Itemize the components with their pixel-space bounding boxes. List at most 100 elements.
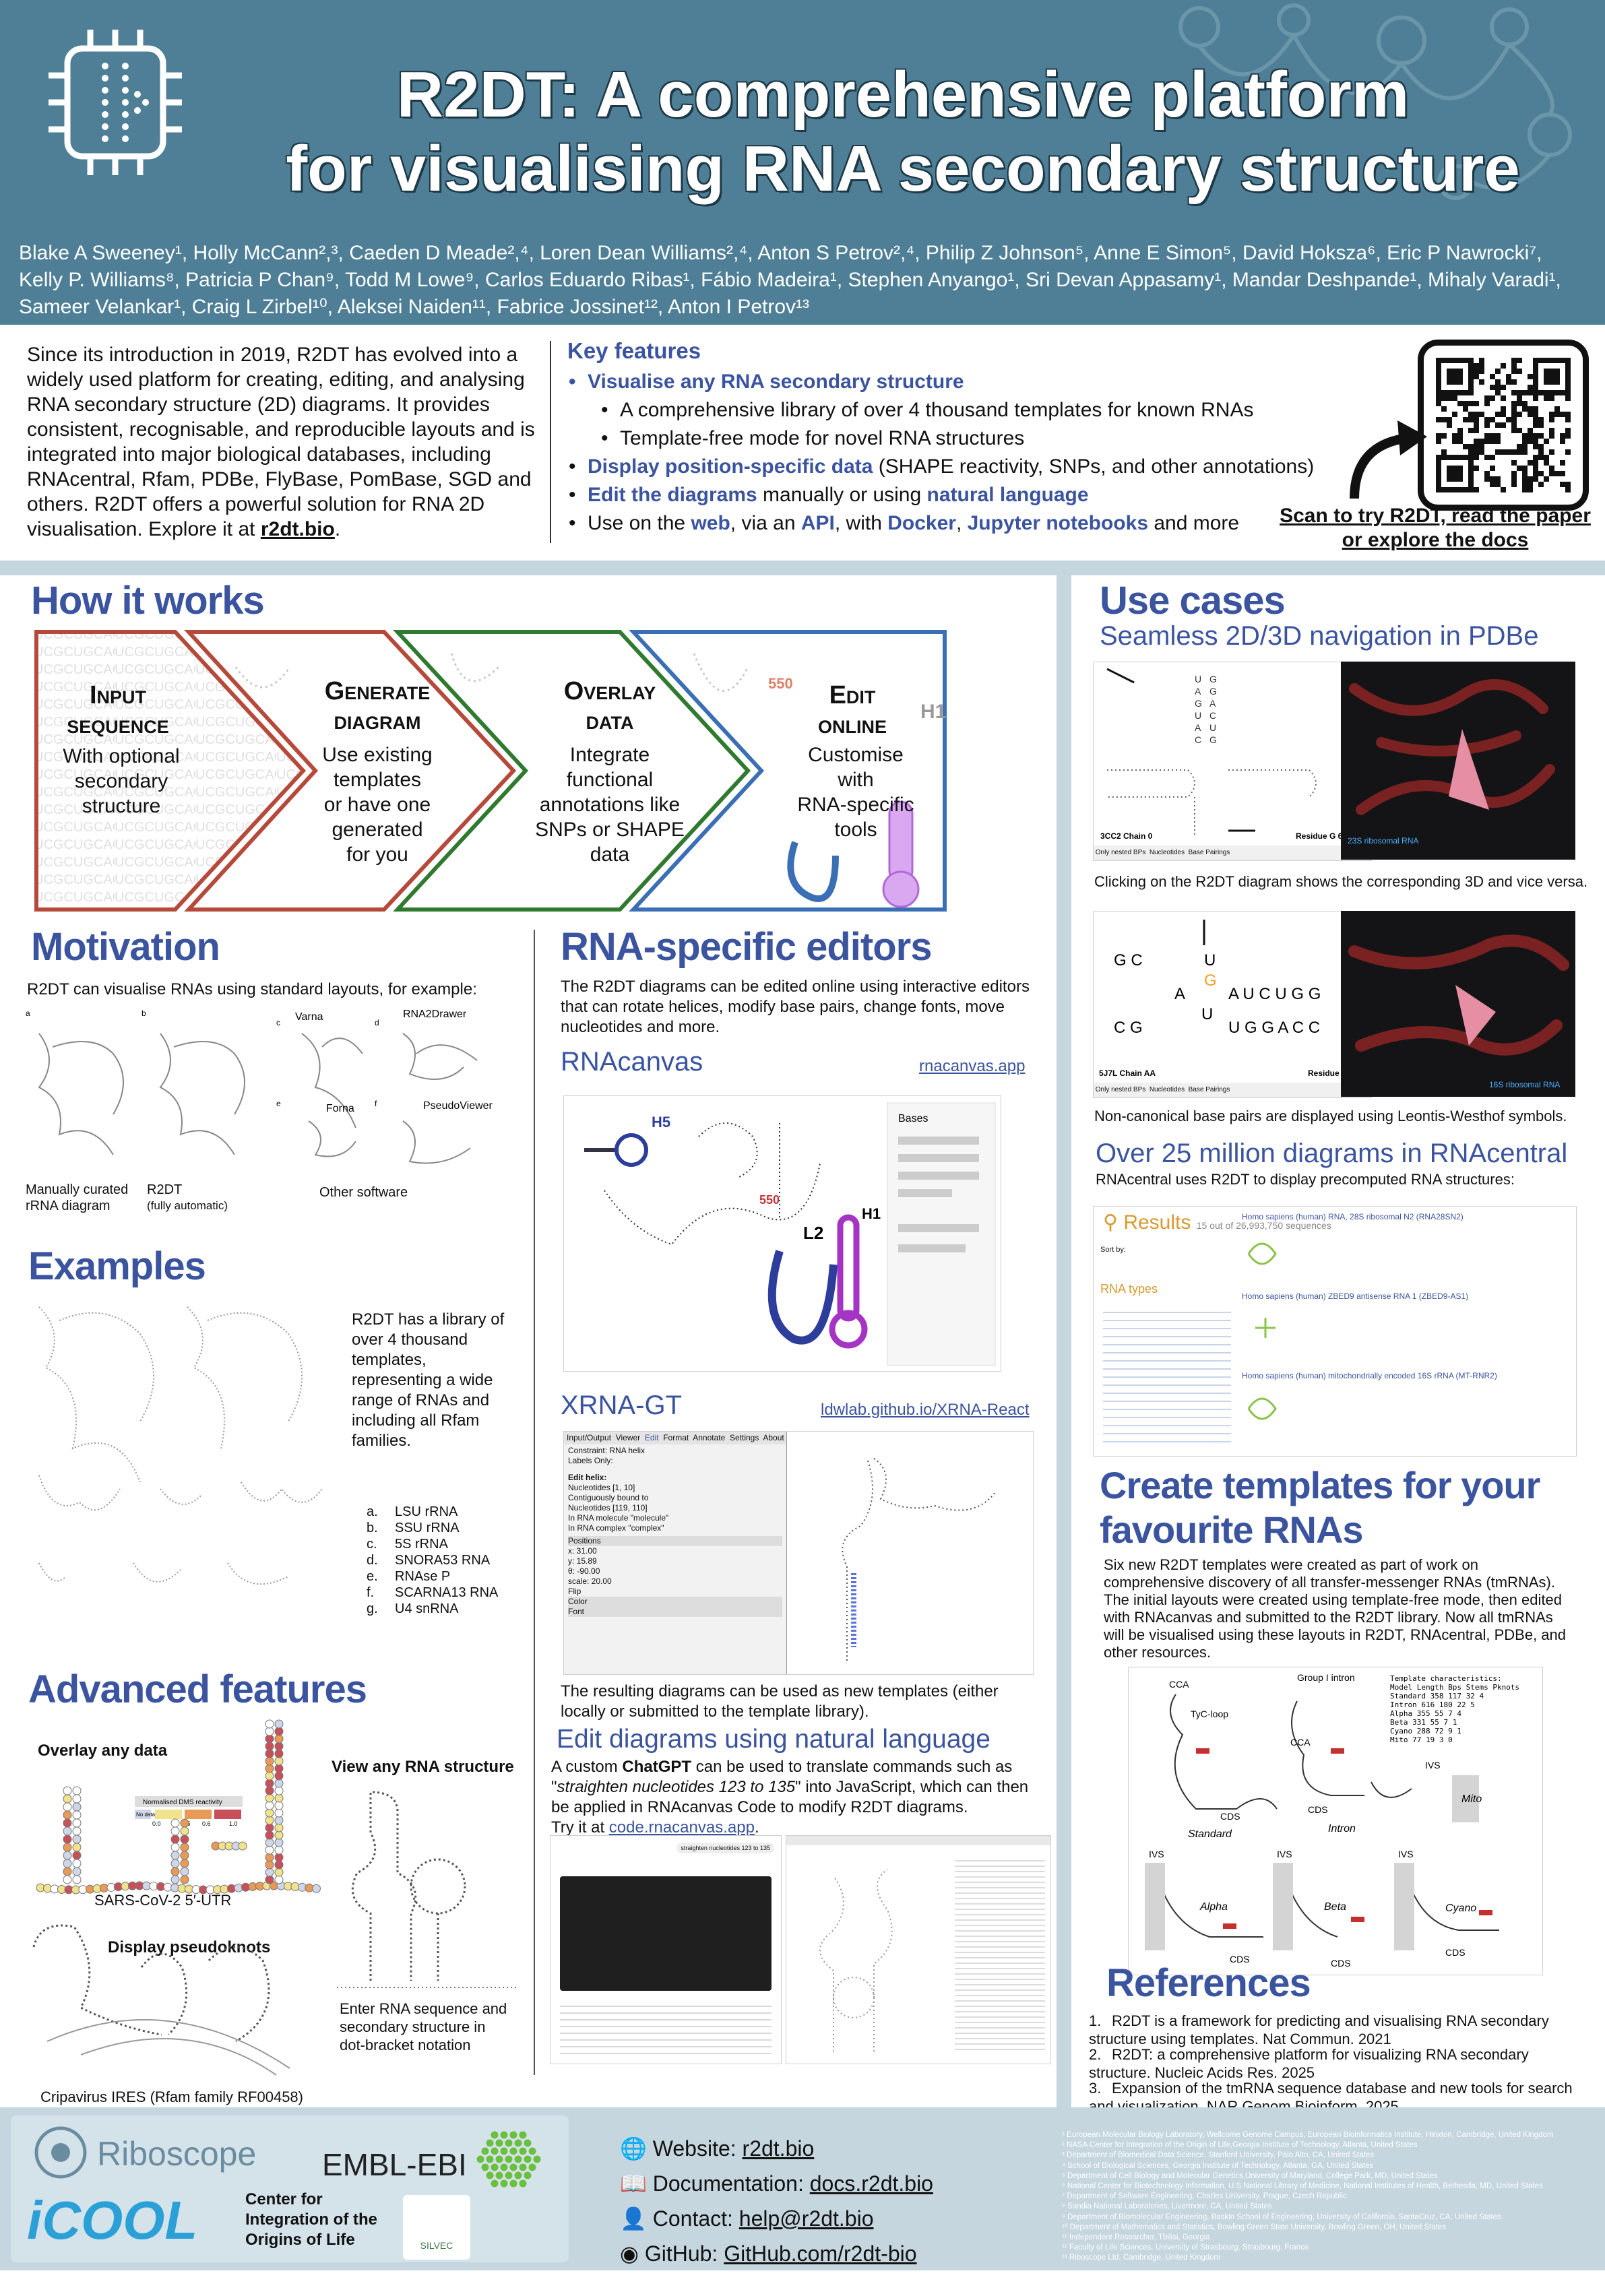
xrna-info: Nucleotides [1, 10] (568, 1483, 635, 1492)
menu-edit[interactable]: Edit (644, 1433, 659, 1442)
xrna-menubar: Input/Output Viewer Edit Format Annotate… (564, 1432, 786, 1444)
chat-prompt: straighten nucleotides 123 to 135 (676, 1843, 774, 1853)
svg-text:G: G (1204, 971, 1217, 990)
menu-settings[interactable]: Settings (729, 1433, 759, 1442)
menu-format[interactable]: Format (663, 1433, 689, 1442)
web-link[interactable]: web (691, 512, 730, 534)
fig-letter-d: d (375, 1018, 379, 1027)
globe-icon: 🌐 (620, 2136, 647, 2161)
overlay-heading: Overlay any data (38, 1742, 168, 1760)
xrna-scale-field[interactable]: scale: 20.00 (568, 1576, 612, 1586)
jupyter-link[interactable]: Jupyter notebooks (967, 512, 1148, 534)
xrna-y-field[interactable]: y: 15.89 (568, 1556, 597, 1566)
menu-input-output[interactable]: Input/Output (567, 1433, 612, 1442)
svg-text:A: A (1209, 698, 1216, 709)
nucleotides-select[interactable]: Nucleotides (1149, 849, 1185, 856)
references-title: References (1106, 1961, 1311, 2005)
website-link[interactable]: r2dt.bio (742, 2136, 815, 2161)
nc-3d-label: 16S ribosomal RNA (1489, 1080, 1560, 1089)
templates-title: Create templates for your favourite RNAs (1100, 1464, 1540, 1551)
caption-manual: Manually curated rRNA diagram (26, 1182, 129, 1213)
tm-table-row: Beta 331 55 7 1 (1390, 1718, 1457, 1727)
hit-item[interactable]: Homo sapiens (human) mitochondrially enc… (1242, 1371, 1497, 1380)
reference-2: 2.R2DT: a comprehensive platform for vis… (1089, 2046, 1529, 2081)
tm-table-row: Model Length Bps Stems Pknots (1390, 1683, 1519, 1692)
tm-label: Intron (1328, 1823, 1356, 1835)
tm-label: IVS (1149, 1849, 1164, 1859)
riboscope-logo-icon (34, 2126, 87, 2179)
docs-link[interactable]: docs.r2dt.bio (809, 2171, 933, 2196)
xrna-font[interactable]: Font (568, 1607, 782, 1617)
github-link[interactable]: GitHub.com/r2dt-bio (724, 2241, 917, 2266)
r2dt-link[interactable]: r2dt.bio (260, 518, 335, 540)
pseudoknot-figure (32, 1924, 290, 2076)
xrna-x-field[interactable]: x: 31.00 (568, 1546, 597, 1556)
svg-text:C: C (1209, 710, 1216, 721)
svg-text:A: A (1195, 686, 1201, 697)
resulting-text: The resulting diagrams can be used as ne… (561, 1682, 999, 1721)
xrna-info: Nucleotides [119, 110] (568, 1503, 648, 1512)
xrna-info: Contiguously bound to (568, 1493, 649, 1502)
xrna-labels-only[interactable]: Labels Only: (568, 1456, 613, 1465)
natural-language-title: Edit diagrams using natural language (557, 1725, 990, 1754)
qr-code[interactable] (1418, 340, 1589, 511)
only-nested-checkbox[interactable]: Only nested BPs (1095, 849, 1146, 856)
tm-label: CCA (1169, 1679, 1189, 1690)
base-pairings-select[interactable]: Base Pairings (1188, 1086, 1230, 1093)
xrna-angle-field[interactable]: θ: -90.00 (568, 1566, 600, 1576)
caption-other: Other software (319, 1185, 408, 1200)
example-item: b.SSU rRNA (367, 1521, 460, 1535)
use-cases-title: Use cases (1100, 579, 1286, 623)
tm-label: IVS (1398, 1849, 1414, 1859)
xrna-constraint[interactable]: Constraint: RNA helix (568, 1446, 646, 1455)
pdbe-residue: Residue G 691 (1296, 831, 1352, 841)
xrna-flip-button[interactable]: Flip (568, 1587, 581, 1596)
header-decoration (1178, 3, 1572, 200)
xrna-positions[interactable]: Positions (568, 1536, 782, 1546)
xrna-link[interactable]: ldwlab.github.io/XRNA-React (821, 1401, 1030, 1419)
reactivity-label: Normalised DMS reactivity (143, 1799, 222, 1806)
rnacanvas-link[interactable]: rnacanvas.app (919, 1057, 1026, 1075)
menu-viewer[interactable]: Viewer (615, 1433, 641, 1442)
api-link[interactable]: API (800, 512, 835, 534)
base-pairings-select[interactable]: Base Pairings (1188, 849, 1230, 856)
qr-pattern (1436, 358, 1571, 492)
sort-by[interactable]: Sort by: (1100, 1246, 1126, 1254)
xrna-color[interactable]: Color (568, 1597, 782, 1607)
reference-1: 1.R2DT is a framework for predicting and… (1089, 2012, 1549, 2047)
svg-text:C: C (1195, 734, 1201, 745)
noncanonical-caption: Non-canonical base pairs are displayed u… (1094, 1108, 1567, 1124)
svg-text:U: U (1204, 951, 1216, 969)
menu-about[interactable]: About (763, 1433, 784, 1442)
label-varna: Varna (295, 1011, 323, 1023)
menu-annotate[interactable]: Annotate (693, 1433, 726, 1442)
pdbe-3d-panel[interactable]: 23S ribosomal RNA (1341, 662, 1575, 860)
label-l2: L2 (803, 1223, 823, 1243)
only-nested-checkbox[interactable]: Only nested BPs (1095, 1086, 1146, 1093)
contact-link[interactable]: help@r2dt.bio (738, 2206, 874, 2231)
example-item: f.SCARNA13 RNA (367, 1585, 499, 1600)
example-item: a.LSU rRNA (367, 1504, 458, 1519)
label-rna2drawer: RNA2Drawer (403, 1009, 467, 1020)
docker-link[interactable]: Docker (887, 512, 956, 534)
tm-label: CDS (1308, 1804, 1328, 1815)
ribosome-3d-view: 23S ribosomal RNA (1341, 662, 1575, 860)
hit-item[interactable]: Homo sapiens (human) ZBED9 antisense RNA… (1242, 1292, 1469, 1301)
tm-table-row: Standard 358 117 32 4 (1390, 1692, 1484, 1700)
hit-item[interactable]: Homo sapiens (human) RNA, 28S ribosomal … (1242, 1212, 1464, 1221)
nc-chain: 5J7L Chain AA (1099, 1069, 1156, 1078)
rna-types-heading: RNA types (1100, 1282, 1158, 1296)
code-rnacanvas-link[interactable]: code.rnacanvas.app (608, 1818, 755, 1837)
label-h1-canvas: H1 (862, 1205, 881, 1222)
nucleotides-select[interactable]: Nucleotides (1149, 1086, 1185, 1093)
svg-text:G: G (1209, 686, 1217, 697)
noncanonical-3d-panel[interactable]: 16S ribosomal RNA (1341, 911, 1575, 1097)
xrna-info: In RNA complex "complex" (568, 1523, 664, 1533)
